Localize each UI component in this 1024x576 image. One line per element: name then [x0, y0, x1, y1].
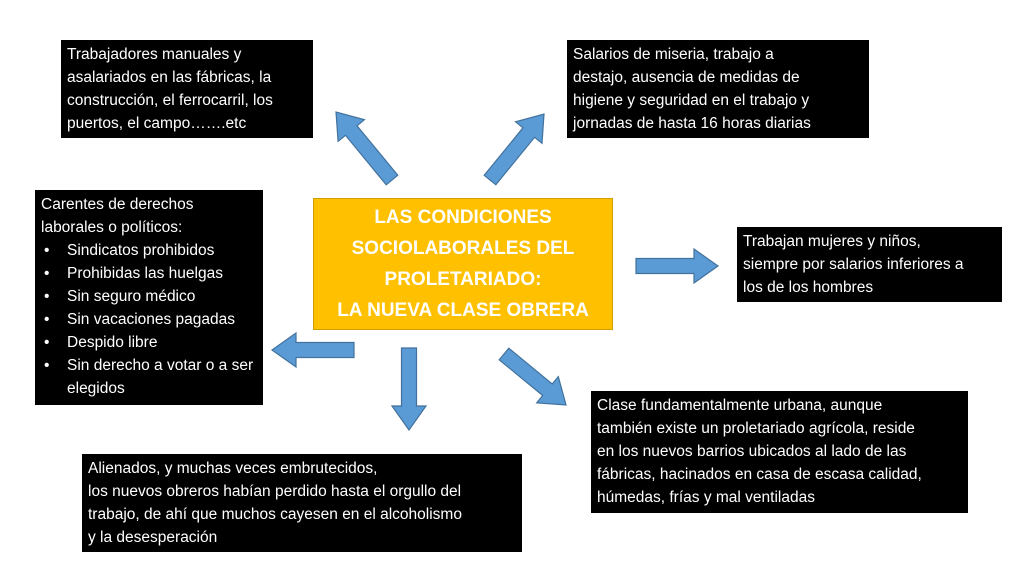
women-box: Trabajan mujeres y niños, siempre por sa… — [737, 227, 1002, 302]
wages-line-2: destajo, ausencia de medidas de — [573, 69, 800, 86]
rights-intro-2: laborales o políticos: — [41, 219, 183, 236]
workers-line-4: puertos, el campo…….etc — [67, 115, 247, 132]
center-line-1: LAS CONDICIONES — [374, 207, 552, 228]
urban-line-1: Clase fundamentalmente urbana, aunque — [597, 397, 883, 414]
wages-line-1: Salarios de miseria, trabajo a — [573, 46, 774, 63]
alienated-line-4: y la desesperación — [88, 529, 218, 546]
center-line-3: PROLETARIADO: — [384, 269, 542, 290]
arrow-to-wages — [483, 113, 545, 186]
urban-line-5: húmedas, frías y mal ventiladas — [597, 489, 815, 506]
urban-box: Clase fundamentalmente urbana, aunque ta… — [591, 391, 968, 513]
rights-box: Carentes de derechos laborales o polític… — [35, 190, 263, 405]
workers-line-2: asalariados en las fábricas, la — [67, 69, 272, 86]
rights-list-item: Sindicatos prohibidos — [41, 239, 257, 262]
workers-line-1: Trabajadores manuales y — [67, 46, 242, 63]
arrow-to-urban — [498, 347, 567, 406]
central-topic-box: LAS CONDICIONES SOCIOLABORALES DEL PROLE… — [313, 198, 613, 330]
center-line-4: LA NUEVA CLASE OBRERA — [337, 300, 589, 321]
arrow-to-workers — [335, 111, 399, 186]
alienated-box: Alienados, y muchas veces embrutecidos, … — [82, 454, 522, 552]
urban-line-3: en los nuevos barrios ubicados al lado d… — [597, 443, 907, 460]
arrow-to-women — [635, 247, 720, 285]
rights-list-item: Despido libre — [41, 331, 257, 354]
urban-line-2: también existe un proletariado agrícola,… — [597, 420, 915, 437]
alienated-line-1: Alienados, y muchas veces embrutecidos, — [88, 460, 378, 477]
women-line-3: los de los hombres — [743, 279, 874, 296]
rights-list-item: Sin vacaciones pagadas — [41, 308, 257, 331]
rights-list-item: Sin seguro médico — [41, 285, 257, 308]
women-line-1: Trabajan mujeres y niños, — [743, 233, 921, 250]
workers-line-3: construcción, el ferrocarril, los — [67, 92, 273, 109]
rights-list-item: Prohibidas las huelgas — [41, 262, 257, 285]
center-line-2: SOCIOLABORALES DEL — [351, 238, 575, 259]
wages-line-3: higiene y seguridad en el trabajo y — [573, 92, 810, 109]
urban-line-4: fábricas, hacinados en casa de escasa ca… — [597, 466, 922, 483]
rights-list: Sindicatos prohibidos Prohibidas las hue… — [41, 239, 257, 400]
rights-list-item: Sin derecho a votar o a ser elegidos — [41, 354, 257, 400]
arrow-to-rights — [270, 331, 355, 369]
arrow-to-alienated — [390, 347, 428, 432]
rights-intro-1: Carentes de derechos — [41, 196, 194, 213]
workers-box: Trabajadores manuales y asalariados en l… — [61, 40, 313, 138]
women-line-2: siempre por salarios inferiores a — [743, 256, 964, 273]
wages-line-4: jornadas de hasta 16 horas diarias — [573, 115, 811, 132]
wages-box: Salarios de miseria, trabajo a destajo, … — [567, 40, 869, 138]
alienated-line-2: los nuevos obreros habían perdido hasta … — [88, 483, 462, 500]
alienated-line-3: trabajo, de ahí que muchos cayesen en el… — [88, 506, 462, 523]
